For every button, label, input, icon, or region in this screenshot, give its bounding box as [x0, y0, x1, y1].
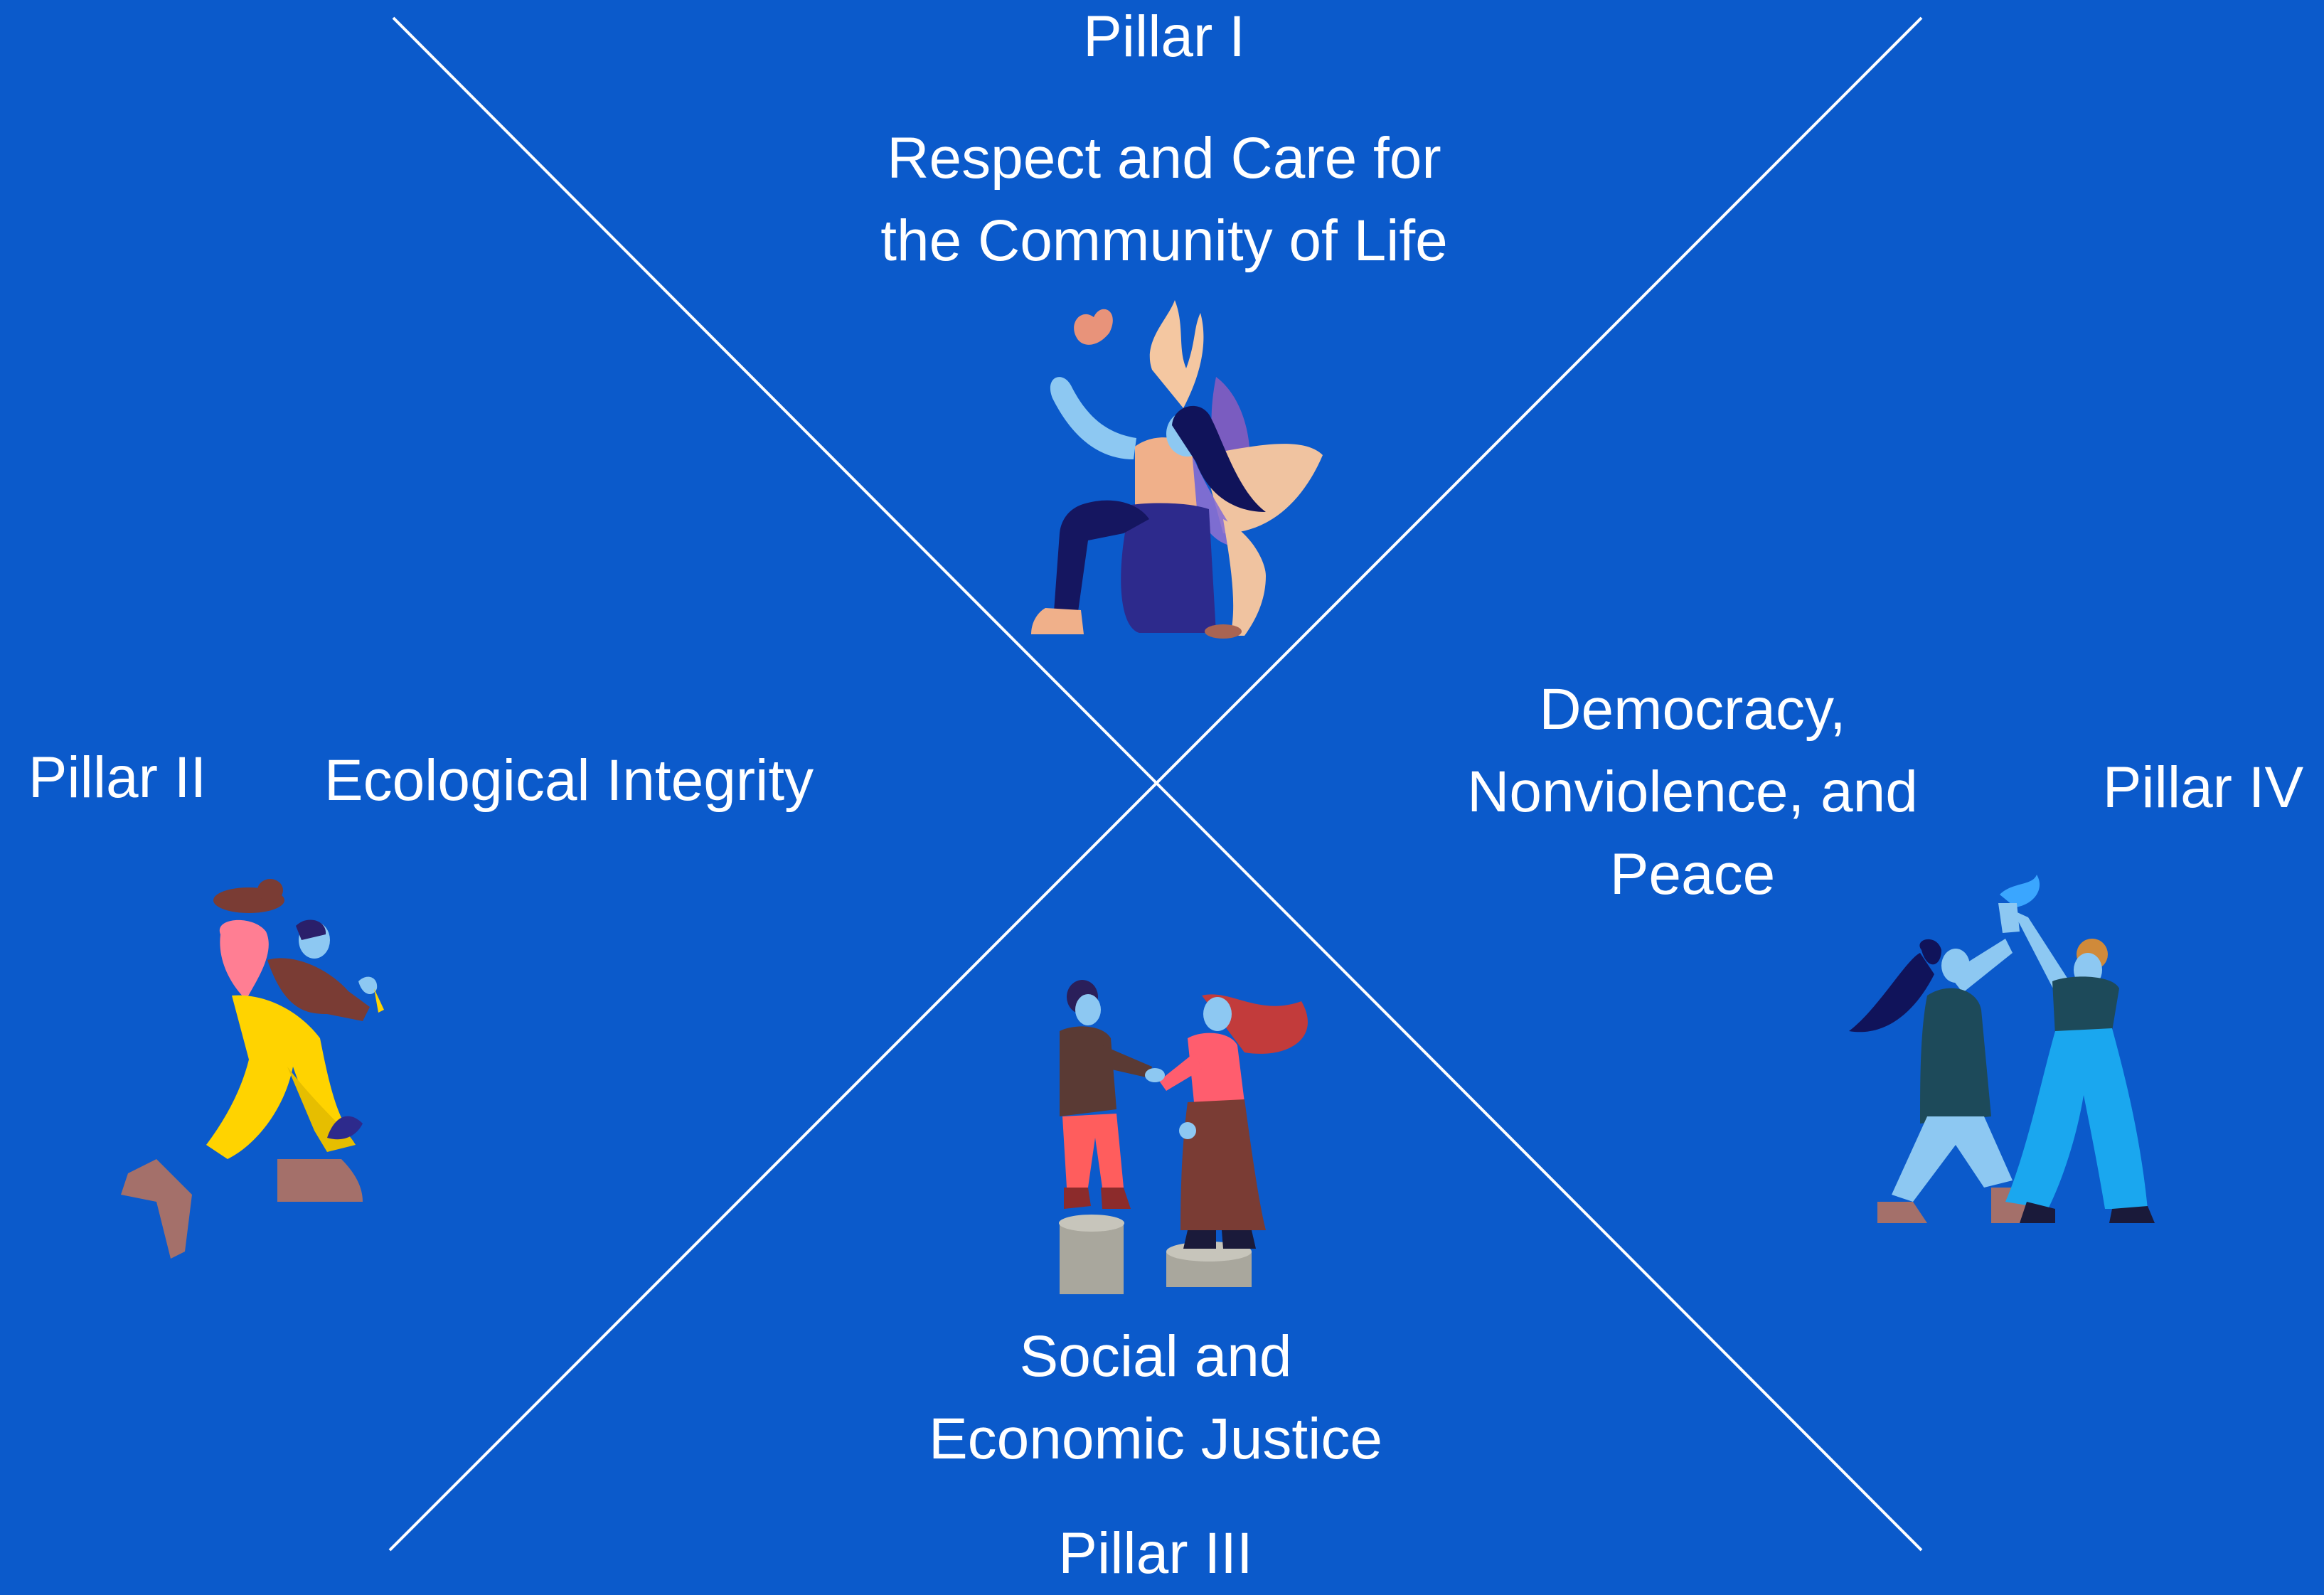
two-people-high-five-with-bird-illustration	[1849, 875, 2155, 1223]
two-people-shaking-hands-illustration	[1059, 980, 1308, 1294]
pillar-4-title-line: Nonviolence, and	[1467, 759, 1918, 824]
pillar-1-number: Pillar I	[1083, 4, 1245, 69]
pillar-2-title-line: Ecological Integrity	[324, 748, 814, 813]
pillar-4-title: Democracy, Nonviolence, and Peace	[1408, 668, 1977, 916]
pillar-1-title-line: the Community of Life	[880, 208, 1448, 273]
pillar-3-number: Pillar III	[1058, 1521, 1253, 1586]
woman-kneeling-with-plants-illustration	[1031, 300, 1323, 639]
pillar-3-title: Social and Economic Justice	[871, 1316, 1440, 1481]
diagonal-line-top-right-to-bottom-left	[388, 16, 1923, 1552]
pillar-2-title: Ecological Integrity	[284, 740, 853, 822]
pillar-4-number: Pillar IV	[2102, 755, 2304, 820]
pillar-1-title-line: Respect and Care for	[887, 126, 1441, 191]
pillar-3-title-line: Social and	[1019, 1324, 1292, 1389]
pillar-3-title-line: Economic Justice	[928, 1407, 1383, 1471]
pillar-2-number: Pillar II	[28, 745, 207, 810]
person-walking-with-plant-illustration	[121, 879, 384, 1259]
pillar-4-title-line: Peace	[1609, 842, 1776, 907]
pillar-4-title-line: Democracy,	[1539, 677, 1846, 742]
pillar-1-title: Respect and Care for the Community of Li…	[809, 117, 1520, 282]
